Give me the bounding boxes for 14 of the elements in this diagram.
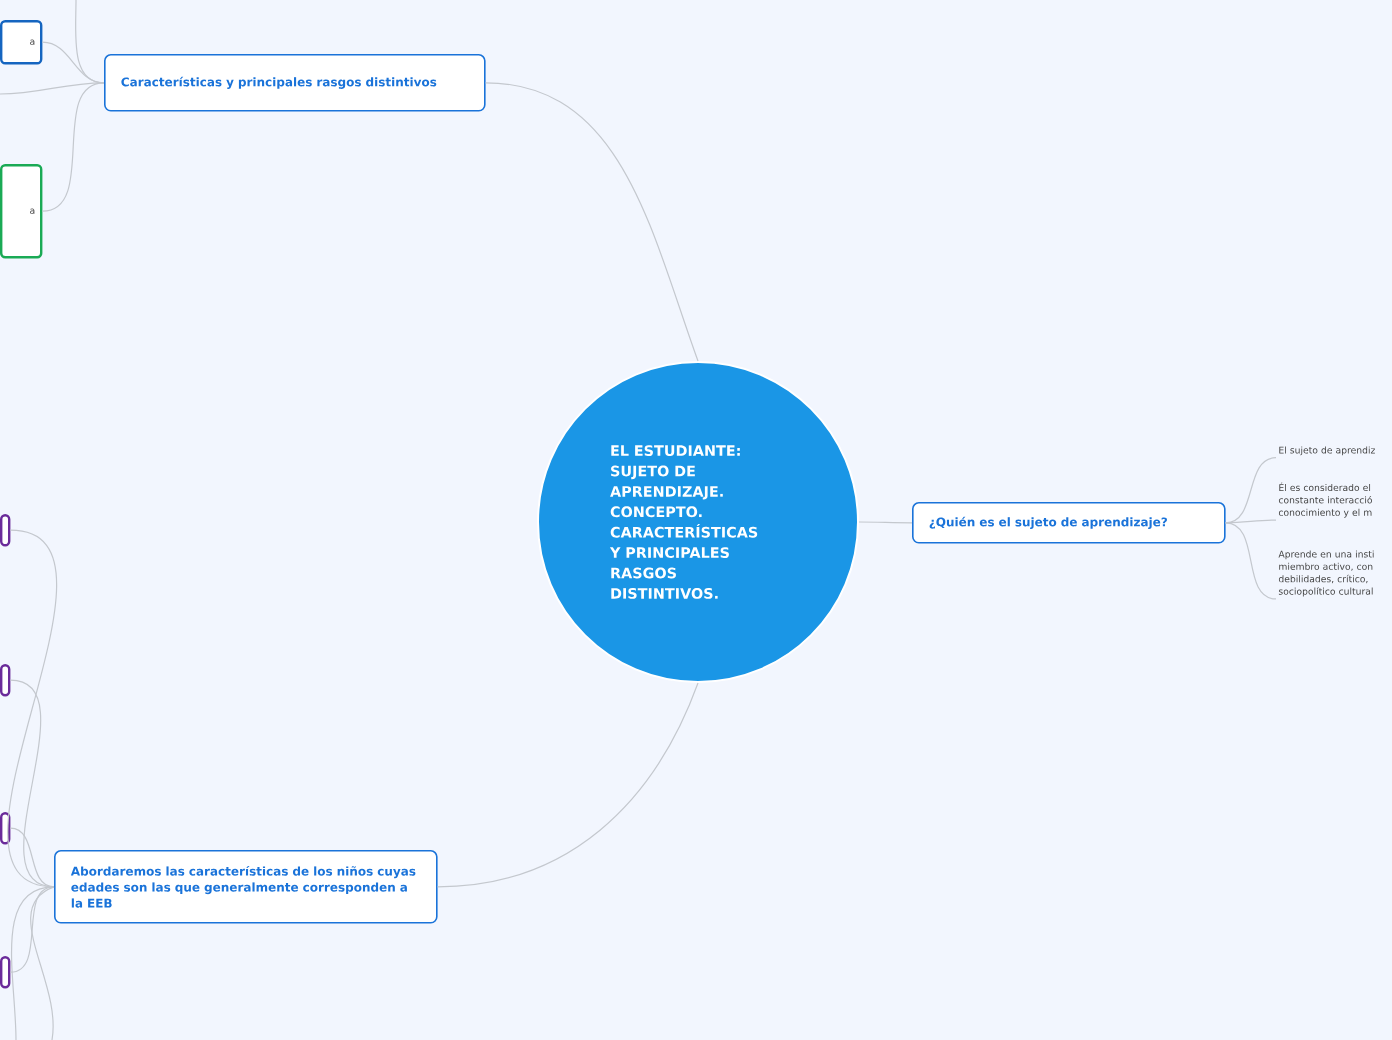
topic-box <box>0 812 11 845</box>
connector <box>9 827 55 888</box>
connector <box>30 886 55 1040</box>
topic-box <box>0 956 11 989</box>
topic-box <box>0 664 11 697</box>
connector <box>0 82 105 95</box>
connector <box>1225 457 1277 524</box>
connector <box>1225 522 1277 600</box>
connector <box>858 521 913 524</box>
connector <box>485 82 699 362</box>
connector <box>10 886 55 1040</box>
connector <box>1225 519 1277 524</box>
topic-box <box>0 514 11 547</box>
connector <box>437 682 699 888</box>
